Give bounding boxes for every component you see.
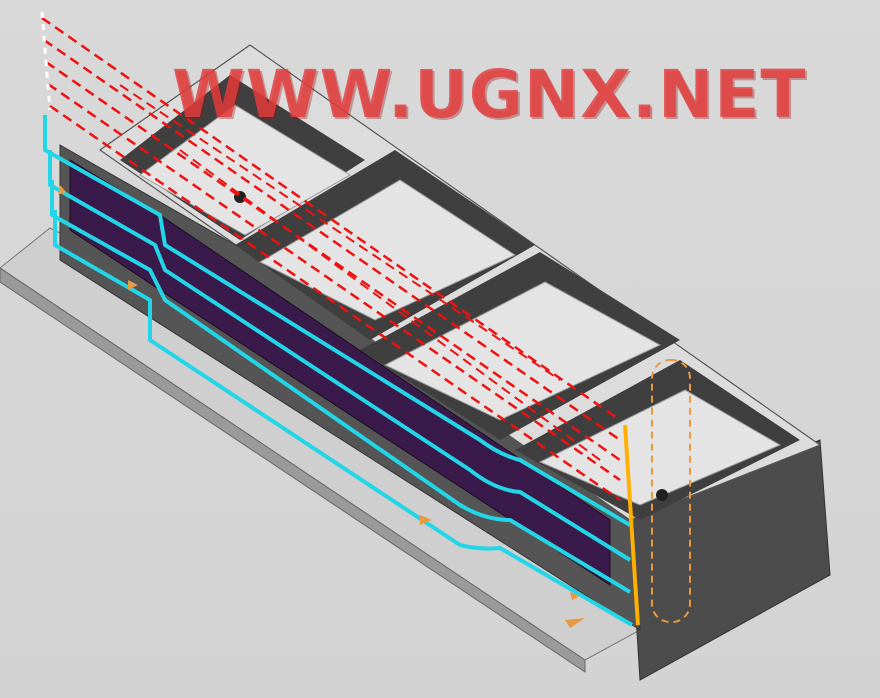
cut-pass-2: [48, 150, 632, 562]
rapid-move-line: [45, 60, 621, 462]
arrow-marker-icon: [420, 515, 432, 525]
pocket-2[interactable]: [235, 150, 535, 340]
arrow-marker-icon: [128, 280, 138, 290]
pocket-2-floor: [258, 179, 517, 321]
toolpath-cutting-passes[interactable]: [43, 115, 634, 627]
arrow-marker-icon: [570, 592, 580, 600]
base-flange[interactable]: [0, 227, 641, 673]
tool-outline-icon: [651, 359, 691, 623]
direction-markers: [58, 185, 585, 628]
arrow-marker-icon: [565, 618, 585, 628]
cut-pass-3: [50, 180, 632, 594]
cut-pass-1: [43, 115, 632, 527]
arrow-marker-icon: [58, 185, 66, 195]
rapid-move-line: [119, 84, 561, 381]
toolpath-engage-marks: [40, 11, 52, 111]
rapid-move-line: [49, 104, 621, 502]
toolpath-rapid-moves[interactable]: [41, 16, 621, 502]
cutting-tool[interactable]: [623, 359, 691, 626]
rapid-move-line: [41, 16, 621, 422]
rapid-move-line: [179, 149, 601, 461]
cut-pass-4: [53, 210, 634, 627]
flange-front-edge: [0, 267, 586, 673]
pocket-hole-2: [656, 489, 668, 501]
tool-axis-icon: [623, 424, 640, 626]
rapid-move-line: [43, 38, 621, 442]
rapid-move-line: [47, 82, 621, 482]
